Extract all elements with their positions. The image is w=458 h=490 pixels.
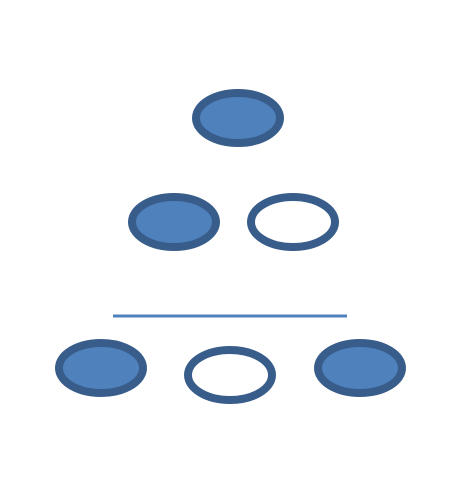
- filled-ellipse-node: [314, 339, 406, 397]
- filled-ellipse-node: [128, 193, 220, 251]
- hollow-ellipse-node: [184, 346, 276, 404]
- hollow-ellipse-node: [247, 193, 339, 251]
- filled-ellipse-node: [192, 89, 284, 147]
- filled-ellipse-node: [55, 339, 147, 397]
